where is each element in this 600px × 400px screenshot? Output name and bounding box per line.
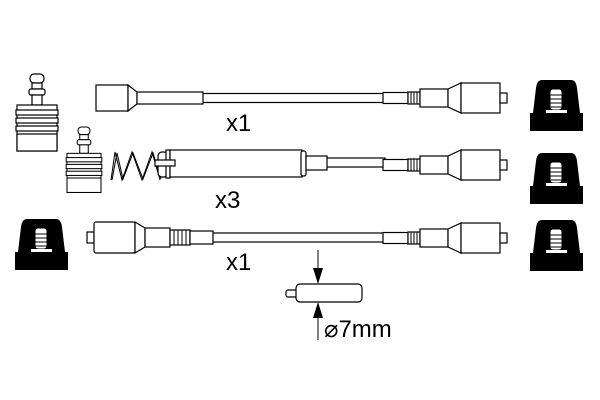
row1-quantity-label: x1 <box>226 110 251 137</box>
black-boot-left <box>14 218 69 271</box>
spark-plug-terminal-2 <box>65 126 103 193</box>
black-boot-right-1 <box>529 79 584 132</box>
arrow-down-icon <box>313 268 323 284</box>
black-boot-right-2 <box>529 152 584 205</box>
diameter-label: ⌀7mm <box>324 316 392 343</box>
arrow-up-icon <box>313 302 323 318</box>
lead-row-1 <box>95 82 508 114</box>
lead-row-2 <box>110 149 508 182</box>
row2-quantity-label: x3 <box>215 187 240 214</box>
row3-quantity-label: x1 <box>226 249 251 276</box>
black-boot-right-3 <box>529 219 584 272</box>
spark-plug-terminal-1 <box>15 73 59 152</box>
cable-diameter-detail: ⌀7mm <box>285 250 392 343</box>
lead-row-3 <box>86 220 508 255</box>
